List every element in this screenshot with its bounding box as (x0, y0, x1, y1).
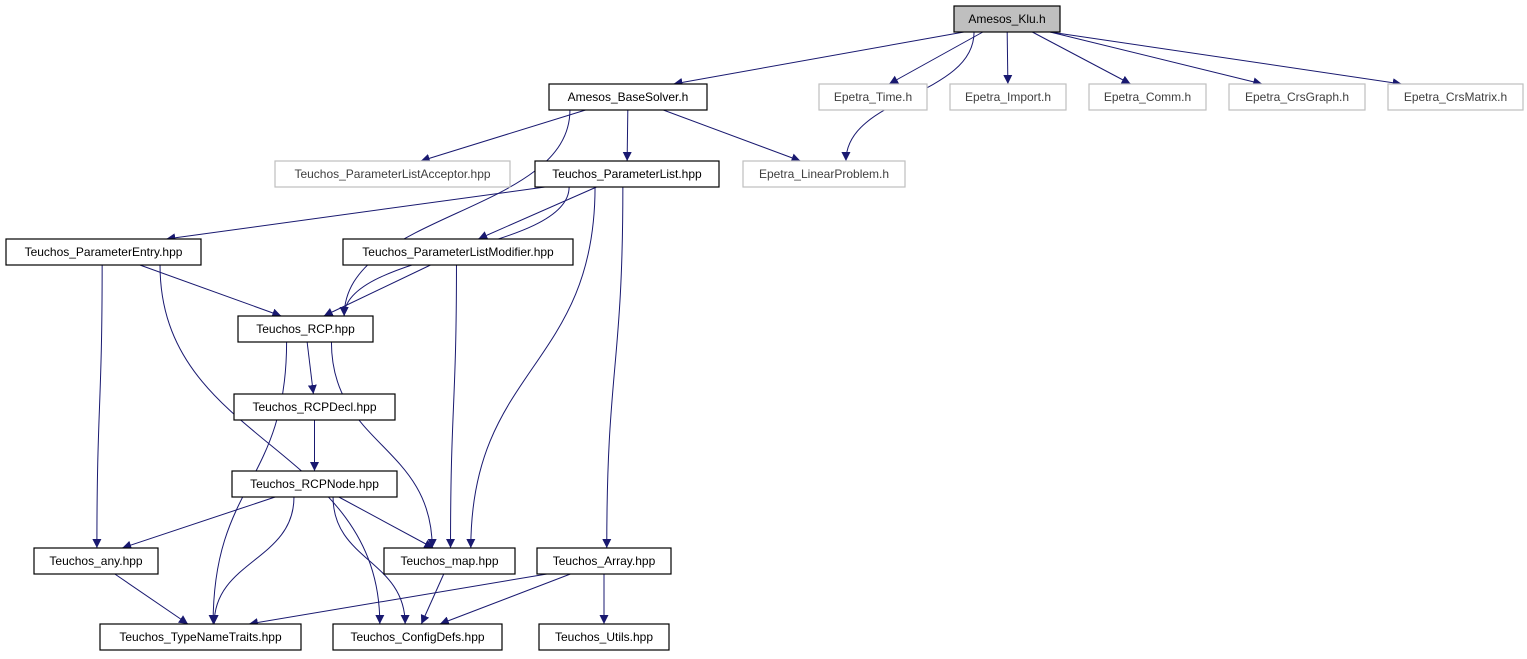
edge-teuchos_rcpnode-to-teuchos_typenametraits (209, 496, 295, 625)
node-label: Teuchos_ParameterListAcceptor.hpp (294, 167, 490, 181)
node-box (274, 160, 511, 188)
edge-teuchos_rcpnode-to-teuchos_configdefs (332, 496, 410, 625)
node-teuchos_any[interactable]: Teuchos_any.hpp (33, 547, 159, 575)
node-label: Amesos_BaseSolver.h (568, 90, 689, 104)
edge-teuchos_rcp-to-teuchos_rcpdecl (306, 341, 317, 395)
edge-amesos_klu-to-epetra_time (888, 31, 984, 85)
edge-amesos_klu-to-epetra_crsmatrix (1049, 31, 1402, 88)
node-box (332, 623, 503, 651)
edge-teuchos_paramlist-to-teuchos_array (602, 186, 624, 549)
node-label: Teuchos_RCPNode.hpp (250, 477, 379, 491)
node-box (742, 160, 906, 188)
node-box (953, 5, 1061, 33)
node-box (237, 315, 374, 343)
node-label: Teuchos_Array.hpp (553, 554, 656, 568)
edge-teuchos_paramlist-to-teuchos_paramentry (166, 186, 546, 243)
node-label: Teuchos_any.hpp (49, 554, 143, 568)
edge-amesos_klu-to-amesos_basesolver (673, 31, 965, 87)
edge-amesos_klu-to-epetra_import (1003, 31, 1013, 85)
edge-teuchos_paramlist-to-teuchos_plmodifier (478, 186, 597, 240)
edge-amesos_basesolver-to-teuchos_rcp (339, 109, 571, 317)
edge-teuchos_array-to-teuchos_typenametraits (248, 573, 548, 627)
node-teuchos_plmodifier[interactable]: Teuchos_ParameterListModifier.hpp (342, 238, 574, 266)
node-label: Epetra_Import.h (965, 90, 1051, 104)
edge-amesos_klu-to-epetra_comm (1032, 31, 1131, 85)
node-label: Epetra_CrsMatrix.h (1404, 90, 1507, 104)
node-teuchos_typenametraits[interactable]: Teuchos_TypeNameTraits.hpp (99, 623, 302, 651)
node-box (342, 238, 574, 266)
node-box (383, 547, 516, 575)
node-epetra_comm[interactable]: Epetra_Comm.h (1088, 83, 1207, 111)
node-amesos_basesolver[interactable]: Amesos_BaseSolver.h (548, 83, 708, 111)
edge-amesos_klu-to-epetra_crsgraph (1049, 31, 1263, 87)
edge-teuchos_paramentry-to-teuchos_rcp (139, 264, 282, 318)
node-label: Epetra_Comm.h (1104, 90, 1191, 104)
node-label: Epetra_LinearProblem.h (759, 167, 889, 181)
node-teuchos_map[interactable]: Teuchos_map.hpp (383, 547, 516, 575)
node-epetra_time[interactable]: Epetra_Time.h (818, 83, 928, 111)
node-box (538, 623, 670, 651)
node-epetra_crsgraph[interactable]: Epetra_CrsGraph.h (1228, 83, 1366, 111)
node-box (1088, 83, 1207, 111)
node-box (1228, 83, 1366, 111)
edge-teuchos_rcpnode-to-teuchos_any (122, 496, 276, 550)
edge-amesos_basesolver-to-teuchos_paramlist (622, 109, 632, 162)
edge-teuchos_paramentry-to-teuchos_any (92, 264, 103, 549)
node-teuchos_array[interactable]: Teuchos_Array.hpp (536, 547, 672, 575)
node-label: Teuchos_RCPDecl.hpp (252, 400, 376, 414)
node-box (818, 83, 928, 111)
node-label: Amesos_Klu.h (968, 12, 1045, 26)
edge-teuchos_plmodifier-to-teuchos_rcp (323, 264, 431, 317)
node-box (534, 160, 720, 188)
node-box (33, 547, 159, 575)
node-teuchos_paramentry[interactable]: Teuchos_ParameterEntry.hpp (5, 238, 202, 266)
node-teuchos_placcept[interactable]: Teuchos_ParameterListAcceptor.hpp (274, 160, 511, 188)
node-label: Teuchos_Utils.hpp (555, 630, 653, 644)
node-label: Teuchos_ParameterEntry.hpp (25, 245, 183, 259)
node-box (548, 83, 708, 111)
node-amesos_klu[interactable]: Amesos_Klu.h (953, 5, 1061, 33)
node-teuchos_utils[interactable]: Teuchos_Utils.hpp (538, 623, 670, 651)
edge-amesos_basesolver-to-epetra_linearproblem (663, 109, 801, 163)
edge-teuchos_rcpnode-to-teuchos_map (338, 496, 434, 549)
node-label: Epetra_Time.h (834, 90, 912, 104)
edge-teuchos_paramlist-to-teuchos_map (466, 186, 596, 549)
node-teuchos_configdefs[interactable]: Teuchos_ConfigDefs.hpp (332, 623, 503, 651)
node-box (1387, 83, 1524, 111)
node-box (949, 83, 1067, 111)
edge-teuchos_map-to-teuchos_configdefs (420, 573, 445, 625)
node-teuchos_rcp[interactable]: Teuchos_RCP.hpp (237, 315, 374, 343)
edge-teuchos_array-to-teuchos_configdefs (439, 573, 571, 625)
node-label: Epetra_CrsGraph.h (1245, 90, 1349, 104)
node-teuchos_rcpdecl[interactable]: Teuchos_RCPDecl.hpp (233, 393, 396, 421)
node-label: Teuchos_RCP.hpp (256, 322, 355, 336)
node-epetra_linearproblem[interactable]: Epetra_LinearProblem.h (742, 160, 906, 188)
edge-amesos_basesolver-to-teuchos_placcept (420, 109, 586, 163)
node-label: Teuchos_ParameterList.hpp (552, 167, 702, 181)
node-box (231, 470, 398, 498)
node-teuchos_paramlist[interactable]: Teuchos_ParameterList.hpp (534, 160, 720, 188)
node-teuchos_rcpnode[interactable]: Teuchos_RCPNode.hpp (231, 470, 398, 498)
node-epetra_crsmatrix[interactable]: Epetra_CrsMatrix.h (1387, 83, 1524, 111)
node-label: Teuchos_map.hpp (400, 554, 498, 568)
node-box (536, 547, 672, 575)
node-box (99, 623, 302, 651)
edge-teuchos_any-to-teuchos_typenametraits (114, 573, 189, 625)
edge-teuchos_paramentry-to-teuchos_configdefs (159, 264, 385, 625)
node-box (5, 238, 202, 266)
node-label: Teuchos_ParameterListModifier.hpp (362, 245, 554, 259)
edge-teuchos_plmodifier-to-teuchos_map (446, 264, 457, 549)
node-epetra_import[interactable]: Epetra_Import.h (949, 83, 1067, 111)
node-label: Teuchos_TypeNameTraits.hpp (119, 630, 282, 644)
node-box (233, 393, 396, 421)
edge-teuchos_rcp-to-teuchos_map (330, 341, 437, 549)
node-label: Teuchos_ConfigDefs.hpp (350, 630, 484, 644)
